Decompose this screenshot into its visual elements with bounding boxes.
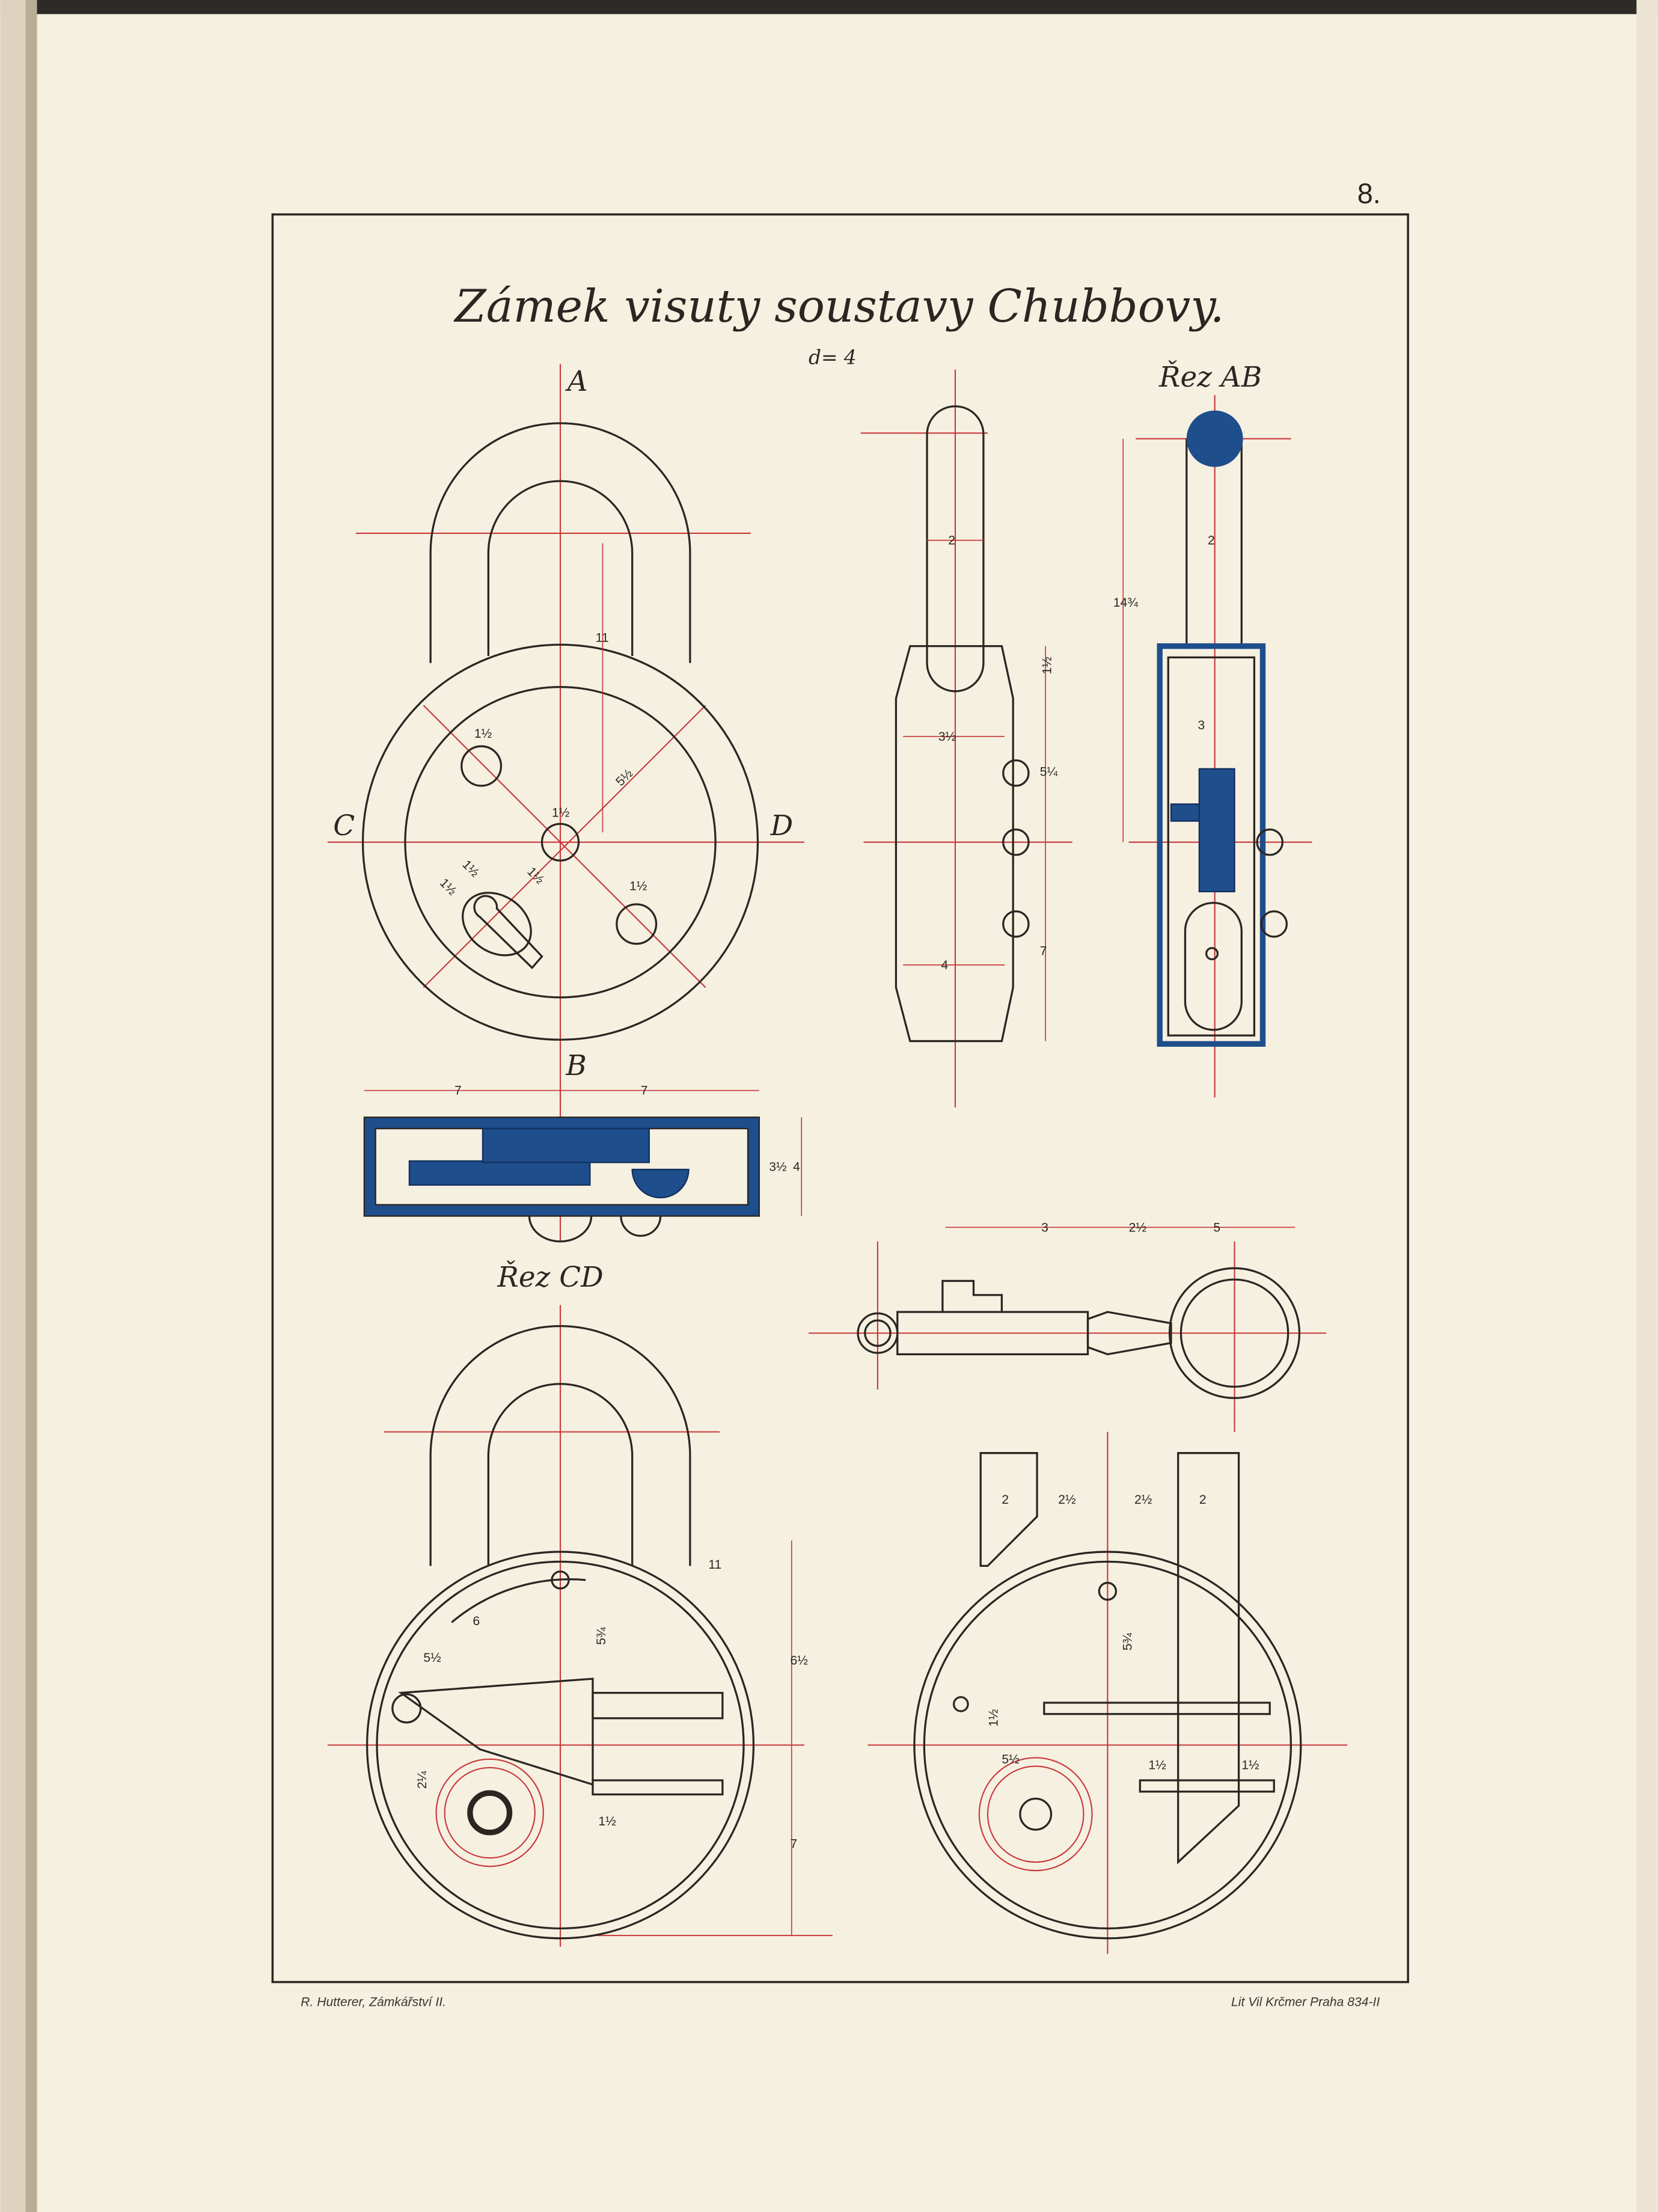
- bottom-view: [363, 1086, 803, 1243]
- dim-label: 7: [1040, 944, 1047, 958]
- dim-label: 5¼: [1040, 765, 1058, 779]
- axis-c: C: [333, 809, 355, 842]
- dim-label: 1½: [437, 876, 459, 898]
- dim-label: 11: [708, 1558, 721, 1572]
- dim-label: 1½: [1241, 1758, 1259, 1772]
- dim-label: 5: [1213, 1221, 1220, 1234]
- dim-label: 2½: [1058, 1493, 1076, 1507]
- drawing-frame: [271, 213, 1409, 1984]
- dim-label: 2½: [1129, 1221, 1147, 1234]
- top-edge: [0, 0, 1658, 14]
- side-view: [860, 369, 1072, 1108]
- dim-label: 5½: [613, 767, 635, 789]
- dim-label: 3½: [769, 1160, 787, 1174]
- axis-d: D: [770, 809, 794, 842]
- dim-label: 2¼: [415, 1771, 429, 1789]
- dimension-labels: 1½ 11 5½ 1½ 1½ 1½ 1½ 1½ 2 1½ 3½ 5¼ 4 7 2…: [415, 534, 1259, 1851]
- dim-label: 1½: [987, 1709, 1000, 1727]
- footer-author: R. Hutterer, Zámkářství II.: [301, 1995, 446, 2009]
- dim-label: 2½: [1134, 1493, 1152, 1507]
- dim-label: 6½: [790, 1654, 808, 1668]
- dim-label: 2: [1002, 1493, 1009, 1507]
- dim-label: 14¾: [1113, 596, 1138, 610]
- dim-label: 2: [1208, 534, 1215, 548]
- dim-label: 4: [941, 958, 949, 972]
- dim-label: 2: [948, 534, 955, 548]
- dim-label: 5¾: [1121, 1632, 1134, 1650]
- dim-label: 4: [793, 1160, 800, 1174]
- dim-label: 1½: [1148, 1758, 1166, 1772]
- dim-label: 3: [1198, 718, 1205, 732]
- dim-label: 7: [454, 1084, 462, 1098]
- dim-label: 7: [790, 1837, 797, 1851]
- scale-label: d= 4: [809, 346, 857, 369]
- dim-label: 7: [641, 1084, 648, 1098]
- dim-label: 1½: [1041, 657, 1054, 675]
- section-cd-view: [327, 1305, 833, 1947]
- dim-label: 1½: [598, 1815, 616, 1828]
- footer-printer: Lit Vil Krčmer Praha 834-II: [1231, 1995, 1380, 2009]
- axis-a: A: [565, 365, 588, 398]
- dim-label: 1½: [459, 857, 482, 880]
- section-ab-view: [1122, 394, 1312, 1098]
- axis-b: B: [565, 1049, 586, 1082]
- dim-label: 2: [1199, 1493, 1207, 1507]
- dim-label: 11: [596, 631, 609, 645]
- binding-shadow: [25, 0, 37, 2212]
- dim-label: 5¾: [595, 1627, 608, 1645]
- section-cd-label: Řez CD: [497, 1260, 604, 1294]
- dim-label: 1½: [552, 806, 570, 820]
- dim-label: 5½: [1002, 1753, 1020, 1766]
- right-edge: [1636, 0, 1658, 2212]
- dim-label: 3: [1041, 1221, 1048, 1234]
- dim-label: 1½: [629, 880, 647, 893]
- title: Zámek visuty soustavy Chubbovy.: [454, 280, 1225, 332]
- key-view: [808, 1227, 1327, 1432]
- front-view: [327, 364, 804, 1108]
- interior-view: [867, 1432, 1348, 1954]
- page-number: 8.: [1357, 178, 1381, 209]
- dim-label: 6: [473, 1614, 480, 1628]
- section-ab-label: Řez AB: [1158, 360, 1262, 394]
- dim-label: 3½: [938, 730, 956, 744]
- dim-label: 1½: [474, 727, 492, 741]
- dim-label: 5½: [423, 1651, 441, 1665]
